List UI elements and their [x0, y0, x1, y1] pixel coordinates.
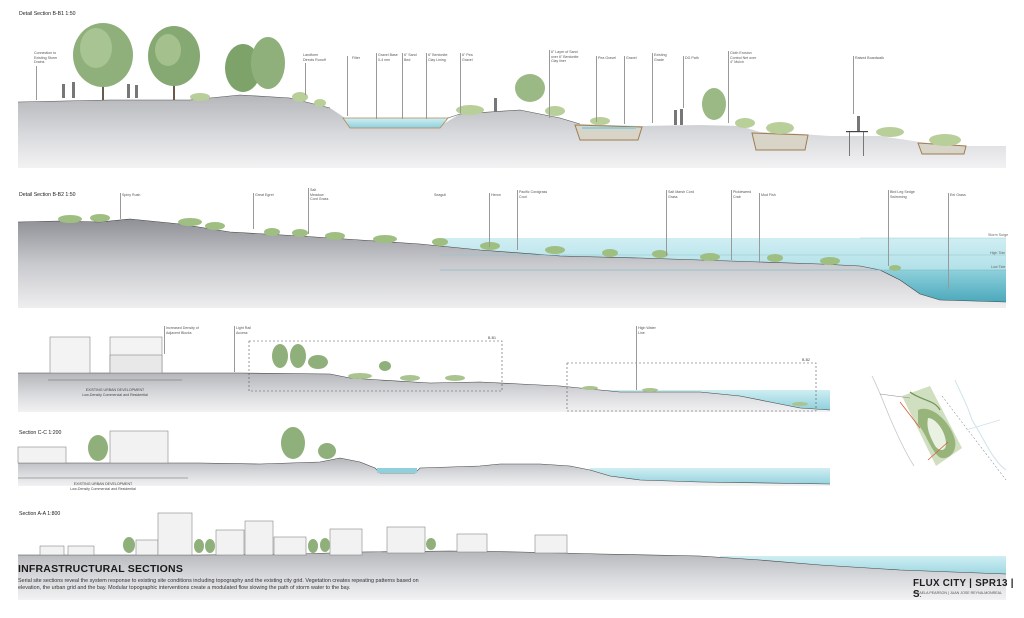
b1-callout: 6" Sand Bed: [404, 53, 417, 62]
b1-callout: 6" Pea Gravel: [462, 53, 473, 62]
b1-leader: [624, 56, 625, 124]
b2-callout: Great Egret: [255, 193, 274, 197]
b1-leader: [36, 66, 37, 100]
section-a-title: Section A-A 1:800: [19, 511, 61, 517]
b1-callout: DG Path: [685, 56, 699, 60]
b1-leader: [683, 56, 684, 108]
c2-dev-label: EXISTING URBAN DEVELOPMENT Low-Density C…: [70, 482, 136, 491]
site-key-map: [871, 375, 1007, 481]
b1-leader: [549, 50, 550, 118]
brand-title: FLUX CITY | SPR13 | S.: [913, 578, 1024, 600]
section-c2-title: Section C-C 1:200: [19, 430, 62, 436]
b2-callout: Heron: [491, 193, 501, 197]
section-a-drawing: [18, 512, 1007, 600]
c1-leader: [234, 326, 235, 372]
b2-leader: [948, 193, 949, 289]
b1-leader: [305, 63, 306, 95]
b1-callout: Filter: [352, 56, 360, 60]
c1-dev-label: EXISTING URBAN DEVELOPMENT Low-Density C…: [82, 388, 148, 397]
b2-callout: Pacific Cordgrass Coot: [519, 190, 548, 199]
b2-leader: [517, 190, 518, 250]
b1-callout: Gravel: [626, 56, 637, 60]
b1-leader: [376, 53, 377, 119]
b2-leader: [759, 193, 760, 263]
brand-text: FLUX CITY | SPR13 | S: [913, 578, 1014, 600]
brand-suffix: .: [919, 593, 922, 599]
section-b1-drawing: [17, 23, 1006, 168]
b1-leader: [728, 51, 729, 123]
authors: MIKAELA PEARSON | JUAN JOSE REYNA-MONREA…: [913, 591, 1003, 595]
b1-callout: 6" Layer of Sand over 6" Bentonite Clay …: [551, 50, 579, 64]
b2-callout: Seagull: [434, 193, 446, 197]
section-c2-drawing: [17, 427, 831, 486]
b2-leader: [253, 193, 254, 229]
b1-callout: Landform Directs Runoff: [303, 53, 326, 62]
b1-leader: [347, 56, 348, 116]
b1-leader: [402, 53, 403, 119]
section-b2-title: Detail Section B-B2 1:50: [19, 192, 76, 198]
b2-callout: Mud Fish: [761, 193, 776, 197]
b2-callout: Pickleweed Crab: [733, 190, 752, 199]
b1-leader: [426, 53, 427, 119]
section-c1-drawing: [18, 336, 831, 412]
b2-leader: [308, 188, 309, 234]
c1-callout: Light Rail Access: [236, 326, 251, 335]
b1-leader: [460, 53, 461, 113]
b2-callout: Spiny Rush: [122, 193, 141, 197]
b1-callout: Cloth Erosion Control Net over 4" Mulch: [730, 51, 757, 65]
b1-callout: Connection to Existing Storm Drains: [34, 51, 58, 65]
b2-callout: Salt Meadow Cord Grass: [310, 188, 329, 202]
b2-leader: [120, 193, 121, 219]
tide-high: High Tide: [990, 251, 1006, 255]
box-label-b1: B-B1: [488, 336, 496, 340]
b2-callout: Bird Leg Sedge Swimming: [890, 190, 915, 199]
b1-callout: Pea Gravel: [598, 56, 616, 60]
tide-storm-surge: Storm Surge: [988, 233, 1009, 237]
b2-leader: [666, 190, 667, 256]
c1-leader: [636, 326, 637, 390]
c1-callout: Increased Density of Adjacent Blocks: [166, 326, 199, 335]
c1-callout: High Water Line: [638, 326, 656, 335]
box-label-b2: B-B2: [802, 358, 810, 362]
b1-leader: [853, 56, 854, 114]
tide-low: Low Tide: [991, 265, 1006, 269]
b2-callout: Eel Grass: [950, 193, 966, 197]
b1-callout: Raised Boardwalk: [855, 56, 884, 60]
b2-leader: [489, 193, 490, 247]
b1-callout: 6" Bentonite Clay Lining: [428, 53, 448, 62]
b1-leader: [596, 56, 597, 122]
b2-callout: Salt Marsh Cord Grass: [668, 190, 694, 199]
section-b1-title: Detail Section B-B1 1:50: [19, 11, 76, 17]
b2-leader: [888, 190, 889, 266]
b1-callout: Existing Grade: [654, 53, 667, 62]
c1-leader: [164, 326, 165, 354]
section-b2-drawing: [17, 214, 1007, 308]
b2-leader: [731, 190, 732, 260]
b1-callout: Gravel Base 0-4 mm: [378, 53, 398, 62]
page-title: INFRASTRUCTURAL SECTIONS: [18, 563, 184, 575]
b1-leader: [652, 53, 653, 123]
description: Serial site sections reveal the system r…: [18, 578, 419, 591]
